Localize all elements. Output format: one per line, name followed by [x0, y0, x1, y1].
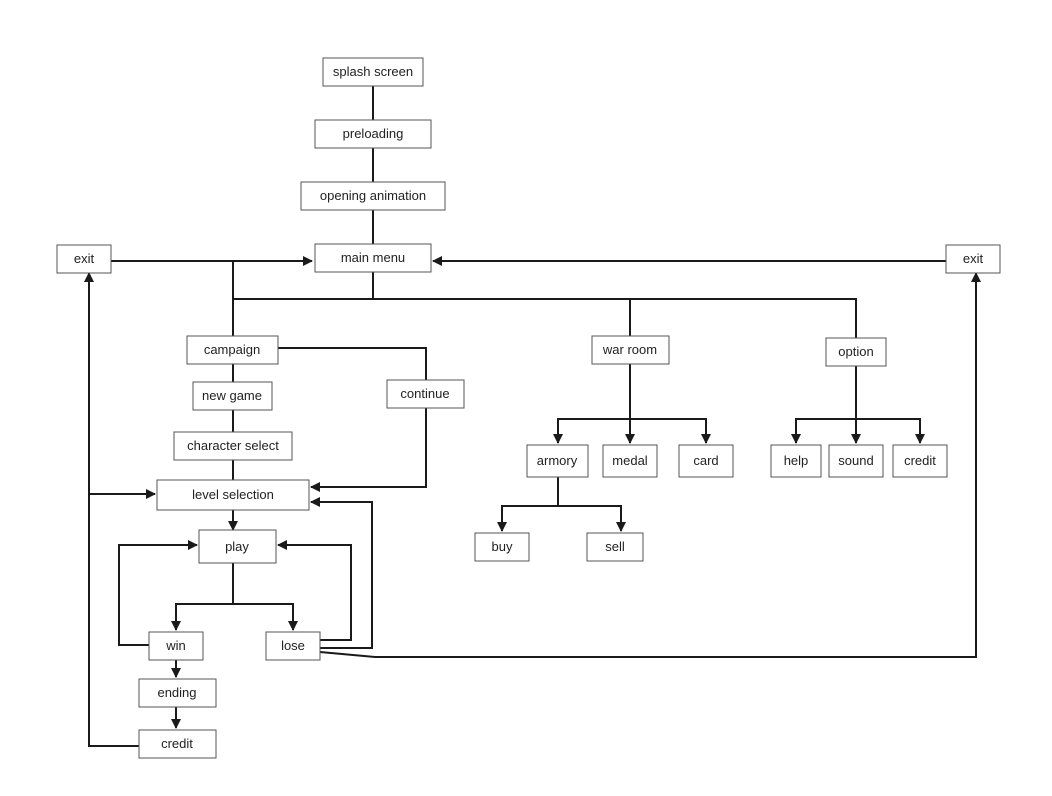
- edge-play-to-lose: [233, 603, 298, 631]
- edge-continue-to-levelsel: [310, 408, 427, 492]
- node-credit-campaign: credit: [138, 729, 217, 759]
- node-war-room: war room: [591, 335, 670, 365]
- edge-mainmenu-bus: [372, 272, 857, 338]
- node-label: credit: [161, 736, 193, 751]
- node-splash-screen: splash screen: [322, 57, 424, 87]
- node-label: sell: [605, 539, 625, 554]
- node-sell: sell: [586, 532, 644, 562]
- edge-option-to-credit: [856, 418, 925, 444]
- edge-win-to-play: [118, 540, 198, 646]
- node-label: play: [225, 539, 249, 554]
- node-label: opening animation: [320, 188, 426, 203]
- node-label: armory: [537, 453, 578, 468]
- node-sound: sound: [828, 444, 884, 478]
- node-label: continue: [400, 386, 449, 401]
- node-label: buy: [492, 539, 513, 554]
- node-label: win: [165, 638, 186, 653]
- node-main-menu: main menu: [314, 243, 432, 273]
- node-ending: ending: [138, 678, 217, 708]
- node-label: campaign: [204, 342, 260, 357]
- node-label: splash screen: [333, 64, 413, 79]
- node-label: exit: [74, 251, 95, 266]
- node-preloading: preloading: [314, 119, 432, 149]
- nodes: splash screen preloading opening animati…: [56, 57, 1001, 759]
- edge-credit-to-exit-left: [84, 272, 139, 747]
- node-card: card: [678, 444, 734, 478]
- node-play: play: [198, 529, 277, 564]
- node-label: medal: [612, 453, 648, 468]
- edge-warroom-to-armory: [553, 418, 630, 444]
- node-new-game: new game: [192, 381, 273, 411]
- node-exit-left: exit: [56, 244, 112, 274]
- node-label: card: [693, 453, 718, 468]
- edge-armory-to-sell: [558, 505, 626, 532]
- node-label: main menu: [341, 250, 405, 265]
- node-label: credit: [904, 453, 936, 468]
- node-label: help: [784, 453, 809, 468]
- node-label: exit: [963, 251, 984, 266]
- node-buy: buy: [474, 532, 530, 562]
- node-label: new game: [202, 388, 262, 403]
- node-level-selection: level selection: [156, 479, 310, 511]
- edges: [84, 86, 981, 747]
- node-label: sound: [838, 453, 873, 468]
- node-opening-animation: opening animation: [300, 181, 446, 211]
- edge-lose-to-exit-right: [319, 272, 981, 658]
- node-label: war room: [602, 342, 657, 357]
- node-label: level selection: [192, 487, 274, 502]
- node-label: lose: [281, 638, 305, 653]
- node-label: option: [838, 344, 873, 359]
- node-label: preloading: [343, 126, 404, 141]
- node-medal: medal: [602, 444, 658, 478]
- node-option: option: [825, 337, 887, 367]
- node-help: help: [770, 444, 822, 478]
- node-credit-option: credit: [892, 444, 948, 478]
- node-continue: continue: [386, 379, 465, 409]
- edge-lose-to-play: [277, 540, 352, 641]
- node-win: win: [148, 631, 204, 661]
- node-armory: armory: [526, 444, 589, 478]
- edge-warroom-to-card: [630, 418, 711, 444]
- edge-play-to-win: [171, 563, 234, 631]
- node-exit-right: exit: [945, 244, 1001, 274]
- edge-lose-to-levelsel: [310, 497, 373, 649]
- node-character-select: character select: [173, 431, 293, 461]
- edge-option-to-help: [791, 418, 856, 444]
- edge-campaign-to-continue: [278, 347, 427, 380]
- node-lose: lose: [265, 631, 321, 661]
- node-label: ending: [157, 685, 196, 700]
- edge-armory-to-buy: [497, 477, 559, 532]
- node-label: character select: [187, 438, 279, 453]
- node-campaign: campaign: [186, 335, 279, 365]
